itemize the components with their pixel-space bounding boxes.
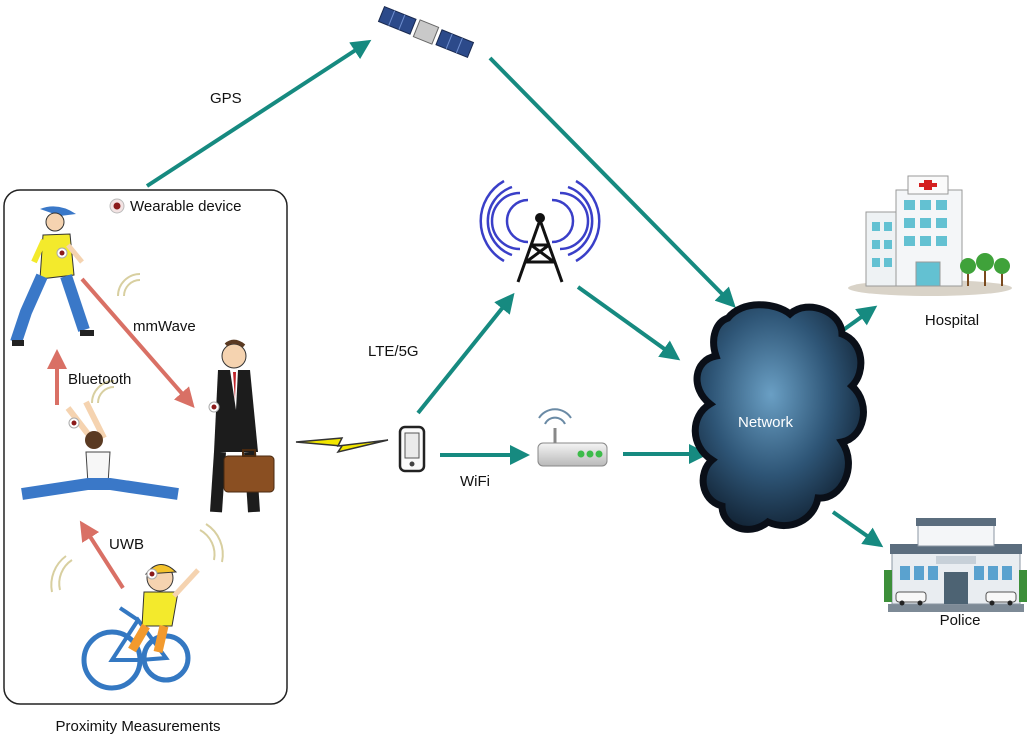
mmwave-arrow [80,277,195,409]
businessman-figure [208,339,275,513]
signal-waves-icon [50,273,224,593]
satellite-icon [377,5,475,59]
police-station-icon [884,518,1027,612]
gps-arrow [145,39,372,188]
wireless-link-bolt-icon [295,437,389,454]
lte-arrow [416,292,515,415]
tower-to-network-arrow [576,285,681,361]
police-label: Police [939,612,981,629]
gps-label: GPS [210,90,242,107]
cell-tower-icon [479,179,601,283]
network-label: Network [738,414,794,431]
hospital-label: Hospital [924,312,980,329]
network-to-police-arrow [831,510,884,548]
child-on-bike-figure [81,564,200,691]
wearable-device-legend-label: Wearable device [130,198,242,215]
yoga-figure [21,400,179,500]
runner-figure [10,206,94,346]
wifi-label: WiFi [460,473,490,490]
hospital-icon [848,175,1012,296]
wifi-router-icon [537,408,608,467]
wearable-device-icon [109,198,125,214]
phone-icon [398,425,426,473]
proximity-caption: Proximity Measurements [55,718,221,735]
uwb-label: UWB [109,536,144,553]
network-cloud [691,301,867,533]
lte-label: LTE/5G [368,343,419,360]
satellite-to-network-arrow [488,56,736,308]
uwb-arrow [79,520,125,590]
bluetooth-label: Bluetooth [68,371,132,388]
mmwave-label: mmWave [133,318,196,335]
